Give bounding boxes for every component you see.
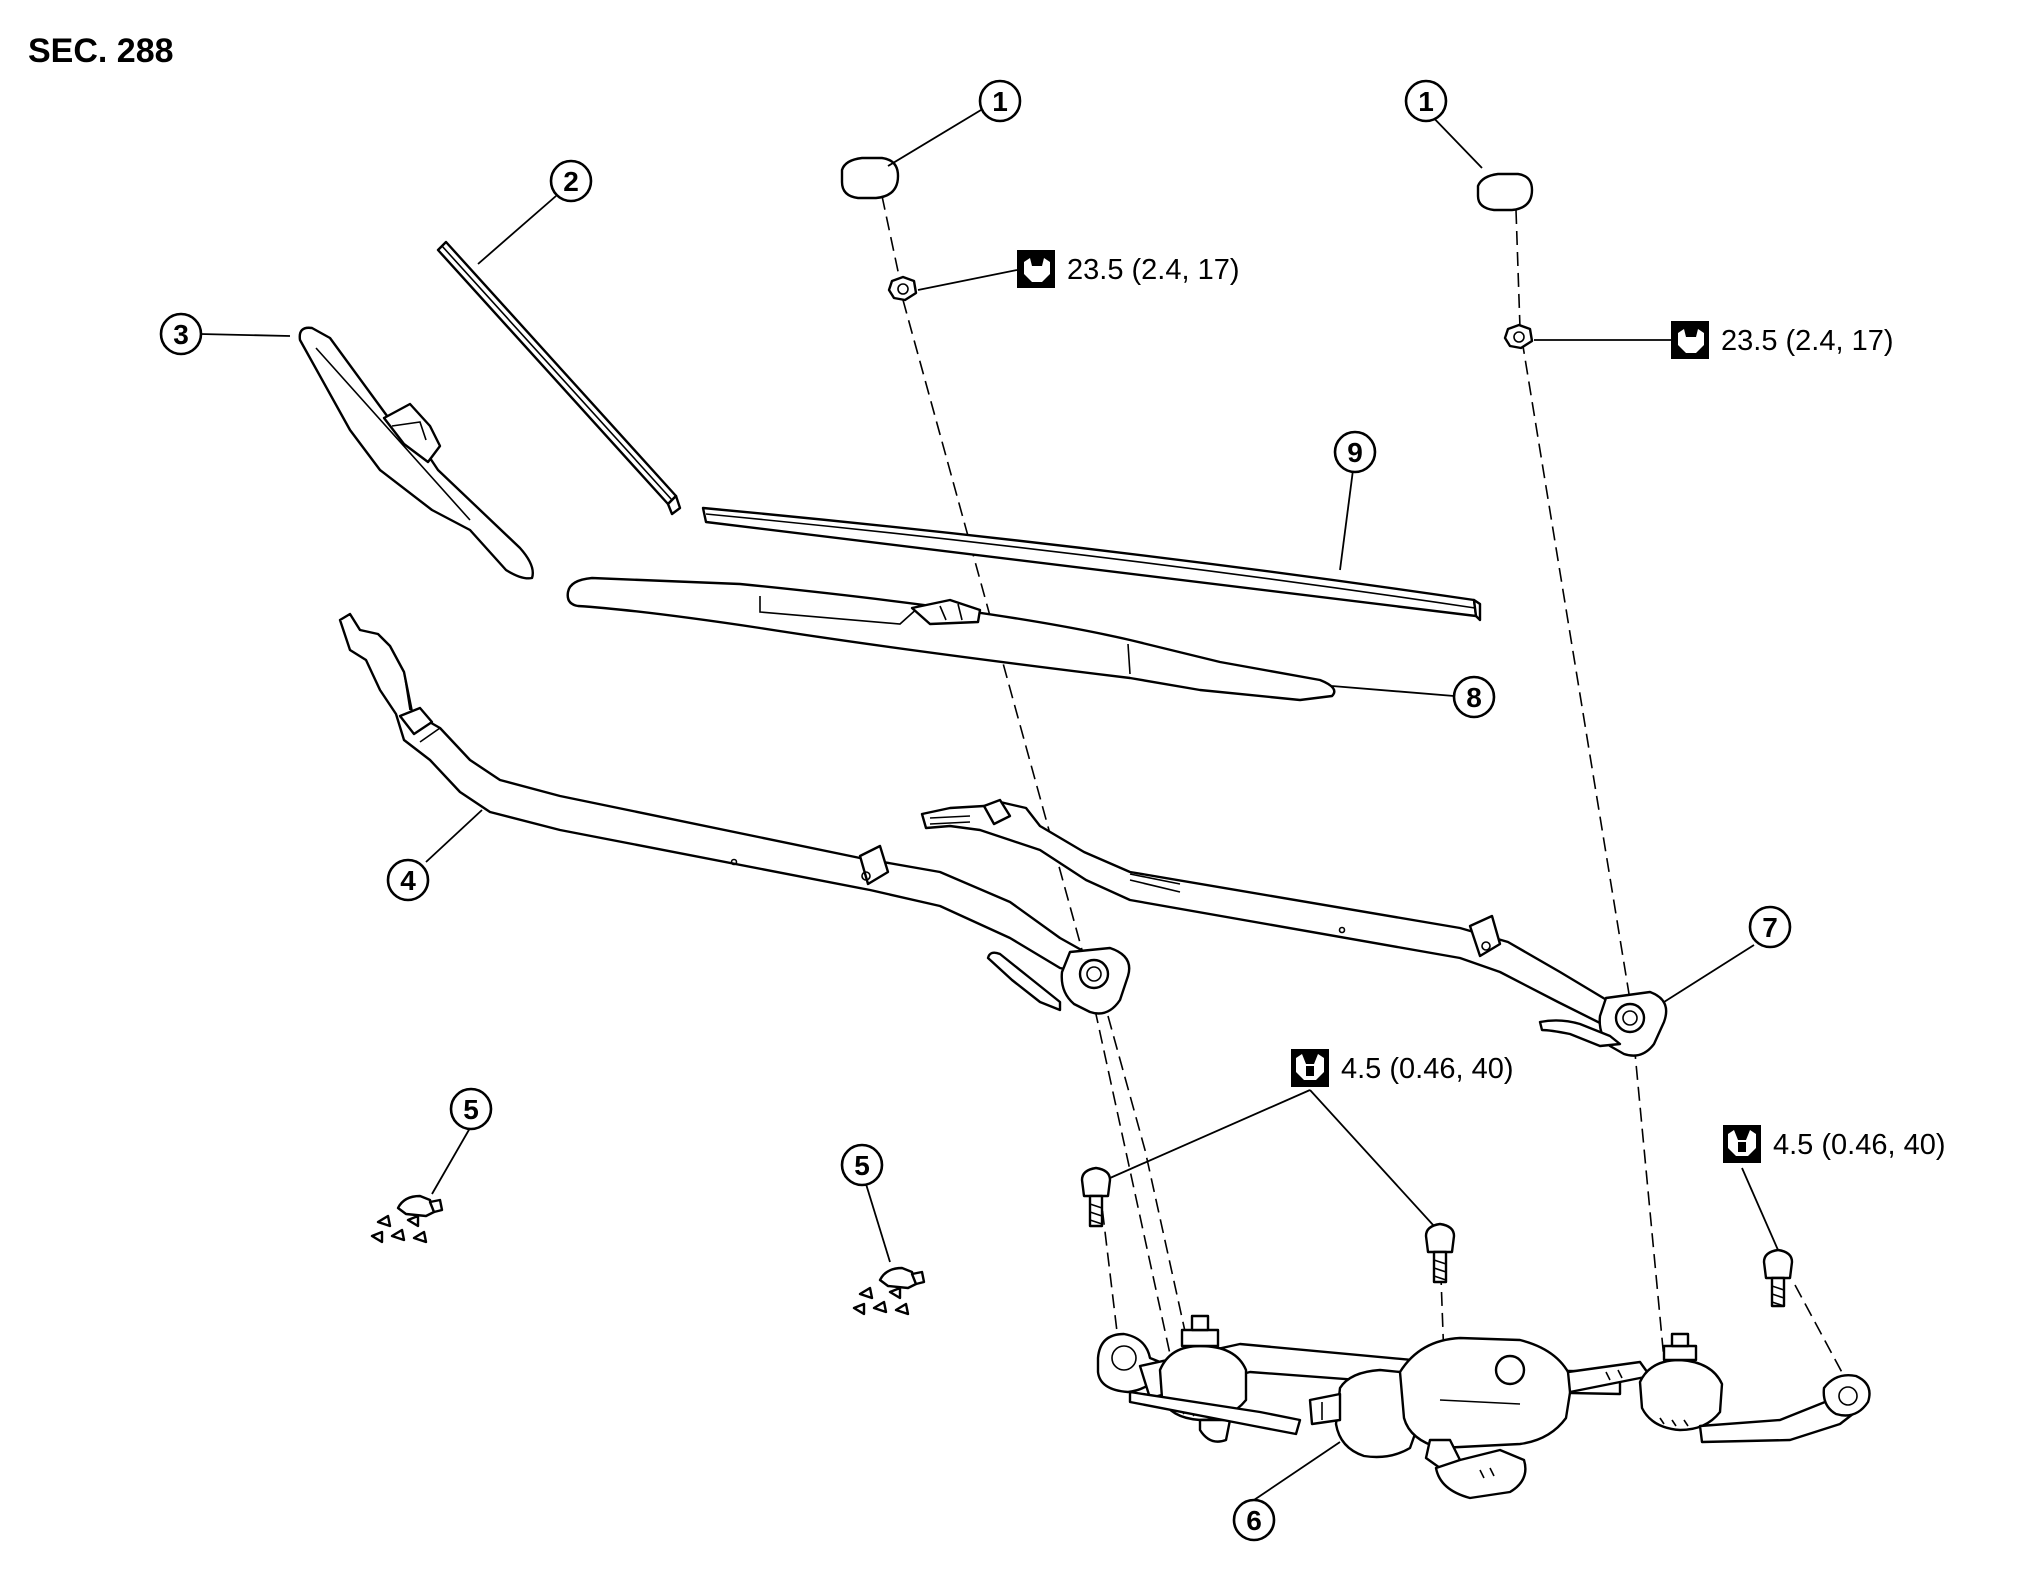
torque-bolt-icon-center bbox=[1291, 1049, 1329, 1087]
torque-spec-bolt-right: 4.5 (0.46, 40) bbox=[1773, 1129, 1946, 1161]
callout-arm-right: 7 bbox=[1748, 905, 1792, 949]
cap-left bbox=[840, 156, 900, 200]
svg-text:9: 9 bbox=[1347, 437, 1363, 468]
nut-right bbox=[1503, 323, 1534, 350]
blade-refill-long bbox=[701, 506, 1482, 622]
svg-text:1: 1 bbox=[1418, 86, 1434, 117]
torque-spec-nut-right: 23.5 (2.4, 17) bbox=[1721, 325, 1894, 357]
bolt-right bbox=[1762, 1248, 1794, 1308]
wiper-motor-linkage bbox=[1096, 1314, 1871, 1500]
torque-nut-icon-right bbox=[1671, 321, 1709, 359]
blade-refill-short bbox=[436, 240, 682, 516]
svg-text:8: 8 bbox=[1466, 682, 1482, 713]
washer-nozzle-left bbox=[370, 1194, 444, 1244]
callout-blade-long: 8 bbox=[1452, 675, 1496, 719]
svg-text:1: 1 bbox=[992, 86, 1008, 117]
svg-text:3: 3 bbox=[173, 319, 189, 350]
torque-spec-bolt-center: 4.5 (0.46, 40) bbox=[1341, 1053, 1514, 1085]
callout-motor-linkage: 6 bbox=[1232, 1498, 1276, 1542]
section-label: SEC. 288 bbox=[28, 32, 174, 70]
wiper-arm-right bbox=[920, 798, 1668, 1057]
bolt-center-left bbox=[1080, 1166, 1112, 1228]
wiper-blade-long bbox=[566, 576, 1336, 702]
washer-nozzle-right bbox=[852, 1266, 926, 1316]
callout-cap-right: 1 bbox=[1404, 79, 1448, 123]
callout-nozzle-left: 5 bbox=[449, 1087, 493, 1131]
callout-blade-short: 3 bbox=[159, 312, 203, 356]
wiper-arm-left bbox=[338, 612, 1131, 1015]
bolt-center-right bbox=[1424, 1222, 1456, 1284]
svg-text:2: 2 bbox=[563, 166, 579, 197]
torque-bolt-icon-right bbox=[1723, 1125, 1761, 1163]
svg-text:6: 6 bbox=[1246, 1505, 1262, 1536]
svg-text:4: 4 bbox=[400, 865, 416, 896]
callout-arm-left: 4 bbox=[386, 858, 430, 902]
svg-text:5: 5 bbox=[854, 1150, 870, 1181]
callout-blade-refill-long: 9 bbox=[1333, 430, 1377, 474]
svg-text:5: 5 bbox=[463, 1094, 479, 1125]
callout-blade-refill-short: 2 bbox=[549, 159, 593, 203]
nut-left bbox=[887, 275, 918, 302]
svg-text:7: 7 bbox=[1762, 912, 1778, 943]
torque-nut-icon-left bbox=[1017, 250, 1055, 288]
cap-right bbox=[1476, 172, 1534, 212]
wiper-blade-short bbox=[298, 326, 534, 580]
leader-lines bbox=[199, 109, 1779, 1501]
callout-nozzle-right: 5 bbox=[840, 1143, 884, 1187]
callout-cap-left: 1 bbox=[978, 79, 1022, 123]
torque-spec-nut-left: 23.5 (2.4, 17) bbox=[1067, 254, 1240, 286]
